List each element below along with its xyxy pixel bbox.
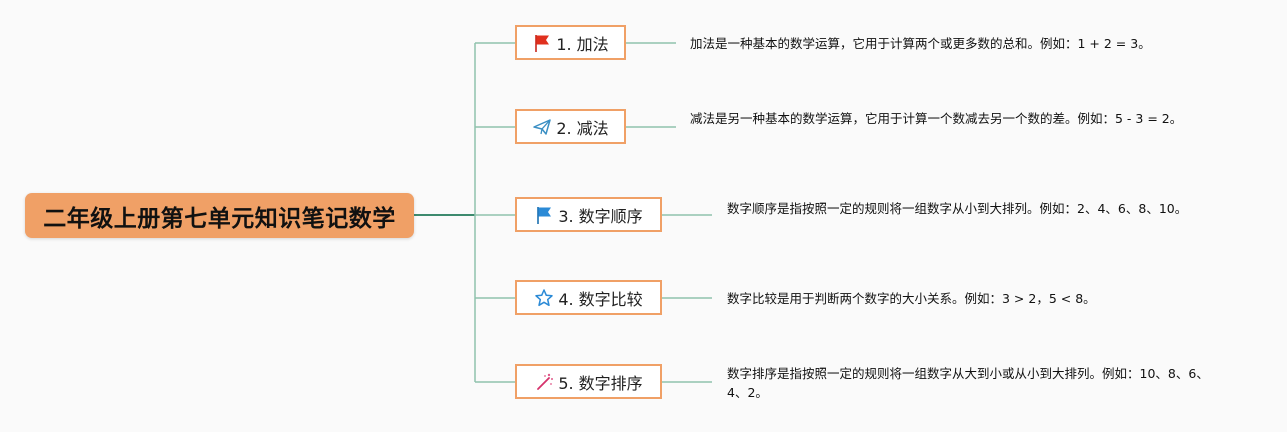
topic-description: 数字顺序是指按照一定的规则将一组数字从小到大排列。例如：2、4、6、8、10。 (727, 201, 1188, 216)
paper-plane-icon (532, 117, 552, 137)
blue-flag-icon (534, 205, 554, 225)
topic-label: 2. 减法 (556, 118, 609, 138)
topic-description: 减法是另一种基本的数学运算，它用于计算一个数减去另一个数的差。例如：5 - 3 … (690, 111, 1183, 126)
topic-description: 数字排序是指按照一定的规则将一组数字从大到小或从小到大排列。例如：10、8、6、… (727, 366, 1209, 400)
topic-number-sorting[interactable]: 5. 数字排序 (515, 364, 662, 399)
topic-subtraction[interactable]: 2. 减法 (515, 109, 626, 144)
topic-label: 3. 数字顺序 (558, 206, 643, 226)
root-title: 二年级上册第七单元知识笔记数学 (43, 205, 396, 232)
topic-label: 5. 数字排序 (558, 373, 643, 393)
star-outline-icon (534, 288, 554, 308)
root-topic[interactable]: 二年级上册第七单元知识笔记数学 (25, 193, 414, 238)
topic-addition[interactable]: 1. 加法 (515, 25, 626, 60)
topic-label: 1. 加法 (556, 34, 609, 54)
topic-description: 数字比较是用于判断两个数字的大小关系。例如：3 > 2，5 < 8。 (727, 291, 1096, 306)
topic-number-order[interactable]: 3. 数字顺序 (515, 197, 662, 232)
magic-wand-icon (534, 372, 554, 392)
topic-number-comparison[interactable]: 4. 数字比较 (515, 280, 662, 315)
topic-description: 加法是一种基本的数学运算，它用于计算两个或更多数的总和。例如：1 + 2 = 3… (690, 36, 1151, 51)
topic-label: 4. 数字比较 (558, 289, 643, 309)
red-flag-icon (532, 33, 552, 53)
